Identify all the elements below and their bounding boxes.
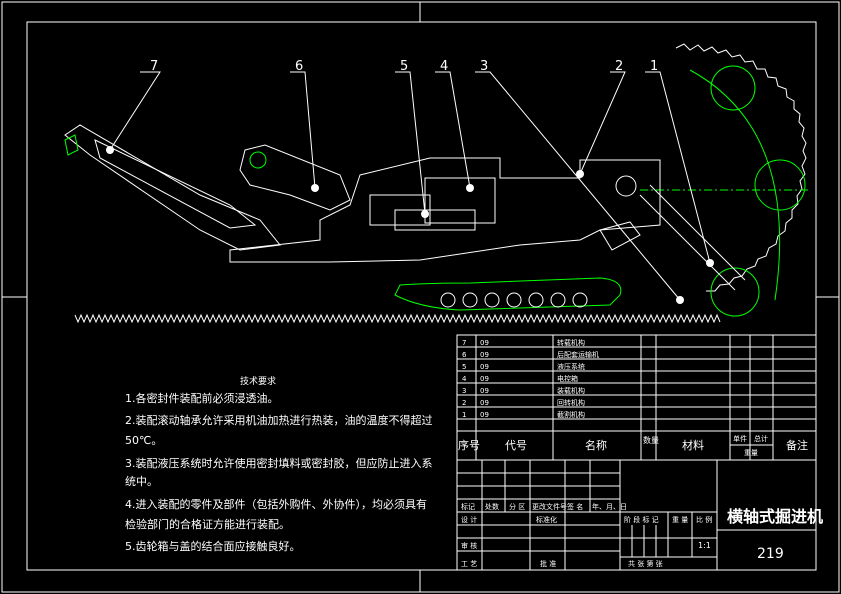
drawing-frame	[26, 21, 817, 571]
conveyor-tail	[64, 134, 79, 156]
header-unit-weight: 单件	[733, 434, 747, 443]
ground-line	[74, 313, 721, 324]
leader-dots	[106, 146, 714, 304]
part-name: 装载机构	[557, 386, 585, 395]
tb-standardize: 标准化	[536, 515, 557, 524]
tech-requirements: 技术要求 1.各密封件装配前必须浸透油。 2.装配滚动轴承允许采用机油加热进行热…	[125, 375, 433, 553]
tb-count: 处数	[485, 502, 499, 511]
control-box	[424, 177, 496, 224]
callout-1: 1	[650, 59, 658, 74]
tb-approve: 批 准	[540, 559, 556, 568]
conveyor-boom	[64, 124, 281, 251]
part-name: 回转机构	[557, 398, 585, 407]
header-total-weight: 总计	[754, 434, 768, 443]
part-name: 液压系统	[557, 362, 585, 371]
tech-line-2: 2.装配滚动轴承允许采用机油加热进行热装，油的温度不得超过	[125, 413, 433, 427]
tb-stage-mark: 阶 段 标 记	[624, 515, 659, 524]
tech-heading: 技术要求	[240, 375, 276, 387]
tech-line-8: 5.齿轮箱与盖的结合面应接触良好。	[125, 539, 301, 553]
part-no: 5	[462, 363, 466, 371]
header-weight: 重量	[744, 449, 758, 457]
cutting-arm-arc	[689, 69, 781, 301]
cylinder-arm	[599, 221, 641, 251]
drawing-title: 横轴式掘进机	[727, 507, 823, 526]
conveyor-boom-inner	[94, 139, 257, 229]
header-name: 名称	[585, 438, 607, 452]
part-name: 截割机构	[557, 410, 585, 419]
part-no: 6	[462, 351, 467, 359]
drum-circle-bottom	[710, 267, 760, 317]
part-no: 2	[462, 399, 466, 407]
part-no: 1	[462, 411, 466, 419]
drum-circle-top	[710, 65, 756, 111]
loader-frame	[239, 144, 351, 211]
cutting-arm	[639, 194, 736, 291]
crawler-track	[394, 277, 622, 311]
tb-review: 审 核	[461, 541, 477, 550]
parts-rows: 7 09 转载机构 6 09 后配套运输机 5 09 液压系统 4 09 电控箱…	[462, 338, 599, 419]
tb-sheets: 共 张 第 张	[628, 559, 663, 568]
tb-zone: 分 区	[509, 502, 525, 511]
callout-7: 7	[150, 59, 158, 74]
tech-line-1: 1.各密封件装配前必须浸透油。	[125, 391, 279, 405]
tb-mark: 标记	[461, 502, 475, 511]
header-qty: 数量	[643, 435, 659, 445]
title-block	[456, 459, 817, 571]
part-name: 转载机构	[557, 338, 585, 347]
callout-5: 5	[400, 59, 408, 74]
tech-line-4: 3.装配液压系统时允许使用密封填料或密封胶，但应防止进入系	[125, 456, 433, 470]
part-code: 09	[480, 375, 489, 383]
header-remark: 备注	[786, 438, 808, 452]
callout-3: 3	[480, 59, 488, 74]
drawing-number: 219	[757, 546, 784, 562]
part-code: 09	[480, 411, 489, 419]
leader-lines	[109, 71, 711, 301]
part-code: 09	[480, 399, 489, 407]
callout-2: 2	[615, 59, 623, 74]
tb-ratio: 比 例	[696, 515, 712, 524]
header-code: 代号	[505, 439, 527, 452]
title-block-text: 标记 处数 分 区 更改文件号 签 名 年、月、日 设 计 标准化 审 核 工 …	[461, 502, 823, 568]
tb-sign: 签 名	[567, 502, 583, 511]
part-code: 09	[480, 363, 489, 371]
tb-scale-value: 1:1	[698, 541, 711, 550]
part-code: 09	[480, 387, 489, 395]
cutting-arm-2	[649, 184, 746, 281]
part-no: 3	[462, 387, 466, 395]
header-material: 材料	[682, 438, 704, 452]
parts-header: 序号 代号 名称 数量 材料 单件 总计 重量 备注	[458, 434, 808, 457]
header-seq: 序号	[458, 438, 480, 452]
track-rollers	[440, 292, 588, 308]
part-code: 09	[480, 351, 489, 359]
drum-circle-mid	[754, 159, 806, 211]
callout-4: 4	[440, 59, 448, 74]
tb-date: 年、月、日	[592, 502, 627, 511]
part-name: 后配套运输机	[557, 350, 599, 359]
loader-pivot	[249, 151, 267, 169]
part-no: 7	[462, 339, 466, 347]
callout-6: 6	[295, 59, 303, 74]
tb-design: 设 计	[461, 515, 477, 524]
callout-numbers: 7 6 5 4 3 2 1	[150, 59, 658, 74]
tb-change-doc: 更改文件号	[532, 502, 567, 511]
parts-list	[456, 334, 817, 461]
cutting-drum-teeth	[675, 43, 807, 292]
tech-line-3: 50℃。	[125, 434, 162, 447]
pivot-circle	[615, 175, 637, 197]
part-name: 电控箱	[557, 374, 578, 383]
tech-line-7: 检验部门的合格证方能进行装配。	[125, 517, 290, 531]
cab-block	[394, 209, 476, 231]
tb-process: 工 艺	[461, 560, 477, 568]
part-no: 4	[462, 375, 467, 383]
tech-line-5: 统中。	[125, 475, 158, 488]
tech-line-6: 4.进入装配的零件及部件（包括外购件、外协件），均必须具有	[125, 497, 427, 511]
tb-weight: 重 量	[672, 516, 688, 524]
machine-body	[229, 157, 661, 263]
part-code: 09	[480, 339, 489, 347]
